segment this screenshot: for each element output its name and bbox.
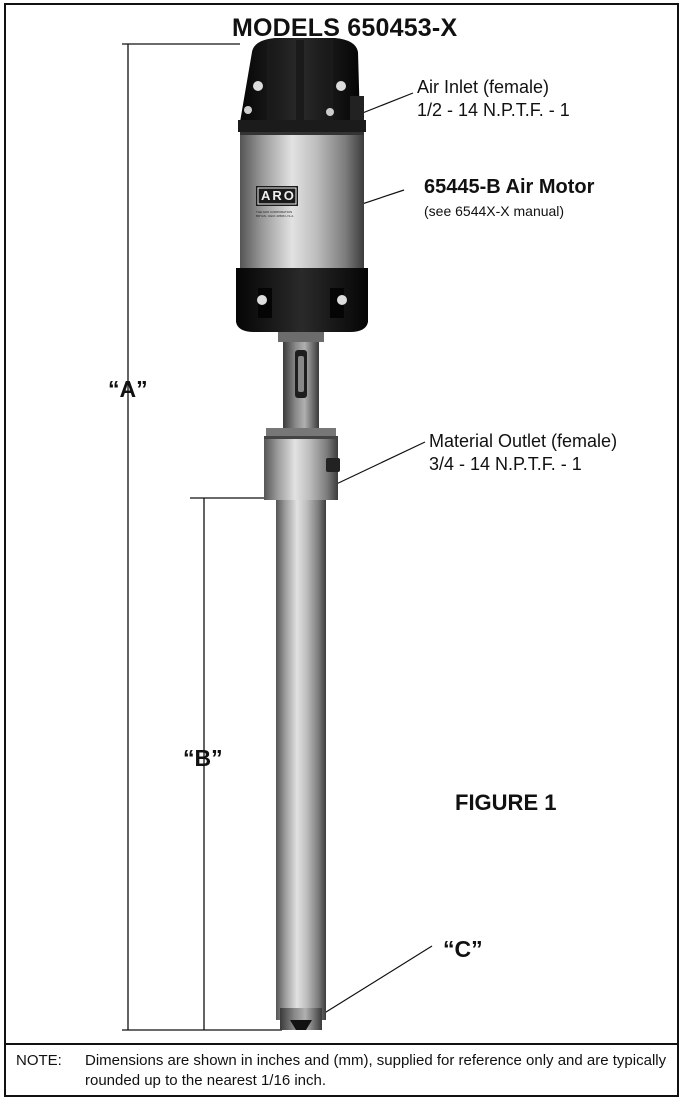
air-inlet-label: Air Inlet (female) [417,77,550,97]
aro-brand-logo: ARO [261,188,296,203]
figure-frame [4,3,679,1097]
callout-air-inlet: Air Inlet (female) 1/2 - 14 N.P.T.F. - 1 [417,76,570,122]
air-motor-manual-ref: (see 6544X-X manual) [424,203,565,219]
dimension-b-label: “B” [183,745,223,771]
aro-fine-print: THE ARO CORPORATION BRYAN, OHIO 43506 U.… [256,210,295,218]
material-outlet-label: Material Outlet (female) [429,431,618,451]
dimension-c-label: “C” [443,936,483,962]
air-inlet-spec: 1/2 - 14 N.P.T.F. - 1 [417,100,570,120]
callout-air-motor: 65445-B Air Motor (see 6544X-X manual) [424,176,594,219]
air-motor-title: 65445-B Air Motor [424,176,595,198]
material-outlet-spec: 3/4 - 14 N.P.T.F. - 1 [429,454,582,474]
note-divider [4,1043,679,1045]
leader-air-inlet [359,92,414,115]
note-label: NOTE: [16,1052,62,1069]
dimension-a-label: “A” [108,376,148,402]
page-title: MODELS 650453-X [232,14,458,42]
note-text: Dimensions are shown in inches and (mm),… [85,1052,667,1089]
leader-c [309,945,433,1023]
figure-label: FIGURE 1 [455,790,557,815]
leader-material-outlet [329,441,426,488]
pump-illustration [236,38,368,1030]
callout-material-outlet: Material Outlet (female) 3/4 - 14 N.P.T.… [429,430,617,476]
leader-lines [309,92,433,1023]
dimension-lines [122,43,282,1031]
